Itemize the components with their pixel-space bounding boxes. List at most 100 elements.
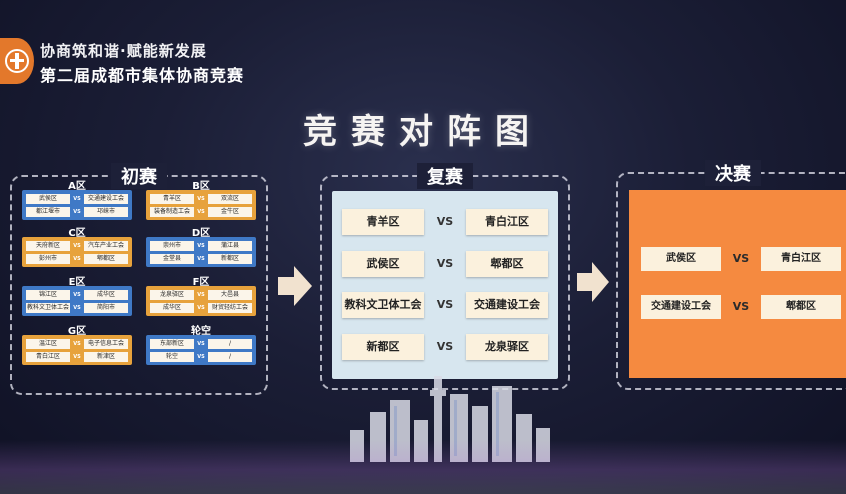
prelim-stage: 初赛: [10, 163, 268, 395]
prelim-team: 崇州市: [150, 240, 194, 251]
prelim-team: 锦江区: [26, 289, 70, 300]
semi-match: 青羊区 VS 青白江区: [342, 209, 548, 235]
semi-team: 龙泉驿区: [466, 334, 548, 360]
vs-label: VS: [73, 291, 81, 298]
final-team: 郫都区: [761, 295, 841, 319]
prelim-team: 成华区: [83, 289, 128, 300]
vs-label: VS: [197, 195, 205, 202]
semi-team: 新都区: [342, 334, 424, 360]
semi-team: 青羊区: [342, 209, 424, 235]
prelim-team: 电子信息工会: [83, 338, 128, 349]
semi-stage-label: 复赛: [417, 163, 473, 189]
prelim-team: 蒲江县: [207, 240, 252, 251]
vs-label: VS: [436, 340, 454, 353]
final-match: 武侯区 VS 青白江区: [641, 247, 841, 271]
prelim-team: 金牛区: [207, 206, 252, 217]
final-panel: 武侯区 VS 青白江区 交通建设工会 VS 郫都区: [629, 190, 846, 378]
slogan: 协商筑和谐·赋能新发展: [40, 42, 207, 60]
prelim-team: 天府新区: [26, 240, 70, 251]
prelim-team: 郫都区: [83, 253, 128, 264]
prelim-team: 交通建设工会: [83, 193, 128, 204]
zone-title: B区: [192, 181, 210, 192]
prelim-team: 装备制造工会: [150, 206, 194, 217]
prelim-team: 汽车产业工会: [83, 240, 128, 251]
prelim-team: 温江区: [26, 338, 70, 349]
prelim-team: 邛崃市: [83, 206, 128, 217]
union-emblem-icon: [5, 49, 29, 73]
vs-label: VS: [73, 340, 81, 347]
semi-team: 武侯区: [342, 251, 424, 277]
vs-label: VS: [73, 353, 81, 360]
semi-team: 郫都区: [466, 251, 548, 277]
city-skyline-image: [350, 376, 550, 462]
prelim-team: 彭州市: [26, 253, 70, 264]
zone-title: F区: [192, 277, 210, 288]
prelim-team: 金堂县: [150, 253, 194, 264]
semi-team: 教科文卫体工会: [342, 292, 424, 318]
prelim-team: 新都区: [207, 253, 252, 264]
arrow-right-icon: [577, 262, 609, 302]
final-team: 交通建设工会: [641, 295, 721, 319]
vs-label: VS: [73, 304, 81, 311]
vs-label: VS: [732, 300, 750, 313]
decorative-light-streaks: [0, 440, 846, 494]
prelim-team: 简阳市: [83, 302, 128, 313]
semi-match: 教科文卫体工会 VS 交通建设工会: [342, 292, 548, 318]
vs-label: VS: [73, 208, 81, 215]
vs-label: VS: [73, 195, 81, 202]
arrow-right-icon: [278, 266, 312, 306]
vs-label: VS: [197, 291, 205, 298]
vs-label: VS: [197, 208, 205, 215]
final-team: 青白江区: [761, 247, 841, 271]
zone-title: C区: [68, 228, 86, 239]
vs-label: VS: [197, 340, 205, 347]
zone-title: E区: [68, 277, 86, 288]
semi-panel: 青羊区 VS 青白江区 武侯区 VS 郫都区 教科文卫体工会 VS 交通建设工会…: [332, 191, 558, 379]
prelim-team: 新津区: [83, 351, 128, 362]
semi-team: 青白江区: [466, 209, 548, 235]
zone-title: 轮空: [191, 326, 211, 337]
vs-label: VS: [436, 257, 454, 270]
prelim-team: 双流区: [207, 193, 252, 204]
prelim-team: 教科文卫体工会: [26, 302, 70, 313]
prelim-team: 成华区: [150, 302, 194, 313]
vs-label: VS: [732, 252, 750, 265]
prelim-team: 青白江区: [26, 351, 70, 362]
prelim-stage-label: 初赛: [111, 163, 167, 189]
final-team: 武侯区: [641, 247, 721, 271]
vs-label: VS: [197, 353, 205, 360]
prelim-team: /: [207, 338, 252, 349]
zone-title: D区: [191, 228, 211, 239]
vs-label: VS: [73, 255, 81, 262]
prelim-team: /: [207, 351, 252, 362]
zone-title: G区: [67, 326, 87, 337]
union-logo: [0, 38, 34, 84]
prelim-team: 东部新区: [150, 338, 194, 349]
vs-label: VS: [436, 298, 454, 311]
final-stage-label: 决赛: [705, 160, 761, 186]
vs-label: VS: [197, 304, 205, 311]
vs-label: VS: [73, 242, 81, 249]
prelim-team: 财贸轻纺工会: [207, 302, 252, 313]
